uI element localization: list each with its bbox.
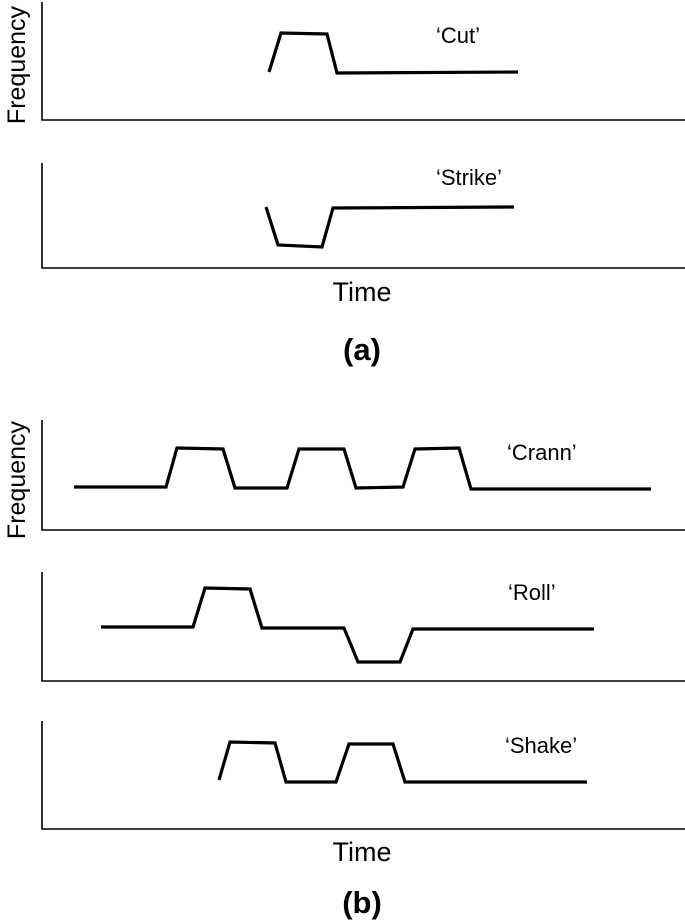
panel-b-x-label: Time <box>333 837 392 867</box>
plot-shake-axes <box>41 721 685 830</box>
panel-a-x-label: Time <box>333 277 392 307</box>
panel-a-label: (a) <box>343 332 381 367</box>
panel-a: Frequency ‘Cut’ ‘Strike’ Time (a) <box>3 2 685 367</box>
plot-cut: ‘Cut’ <box>41 2 685 121</box>
plot-cut-axes <box>41 2 685 121</box>
plot-cut-trace <box>267 31 519 75</box>
plot-strike: ‘Strike’ <box>41 163 685 269</box>
plot-shake: ‘Shake’ <box>41 721 685 830</box>
plot-strike-label: ‘Strike’ <box>436 165 502 190</box>
plot-strike-trace <box>264 205 515 249</box>
panel-b: Frequency ‘Crann’ ‘Roll’ ‘Shake’ Time (b… <box>3 420 685 920</box>
panel-b-y-label: Frequency <box>3 420 31 539</box>
plot-roll-axes <box>41 572 685 682</box>
panel-a-y-label: Frequency <box>3 5 31 124</box>
plot-cut-label: ‘Cut’ <box>436 23 480 48</box>
plot-roll: ‘Roll’ <box>41 572 685 682</box>
plot-crann-label: ‘Crann’ <box>507 440 577 465</box>
plot-crann-axes <box>41 420 685 531</box>
panel-b-label: (b) <box>342 885 382 920</box>
plot-shake-label: ‘Shake’ <box>505 733 577 758</box>
plot-shake-trace <box>217 740 587 784</box>
plot-roll-trace <box>101 586 594 664</box>
plot-strike-axes <box>41 163 685 269</box>
plot-crann-trace <box>74 446 651 491</box>
plot-crann: ‘Crann’ <box>41 420 685 531</box>
plot-roll-label: ‘Roll’ <box>508 580 556 605</box>
